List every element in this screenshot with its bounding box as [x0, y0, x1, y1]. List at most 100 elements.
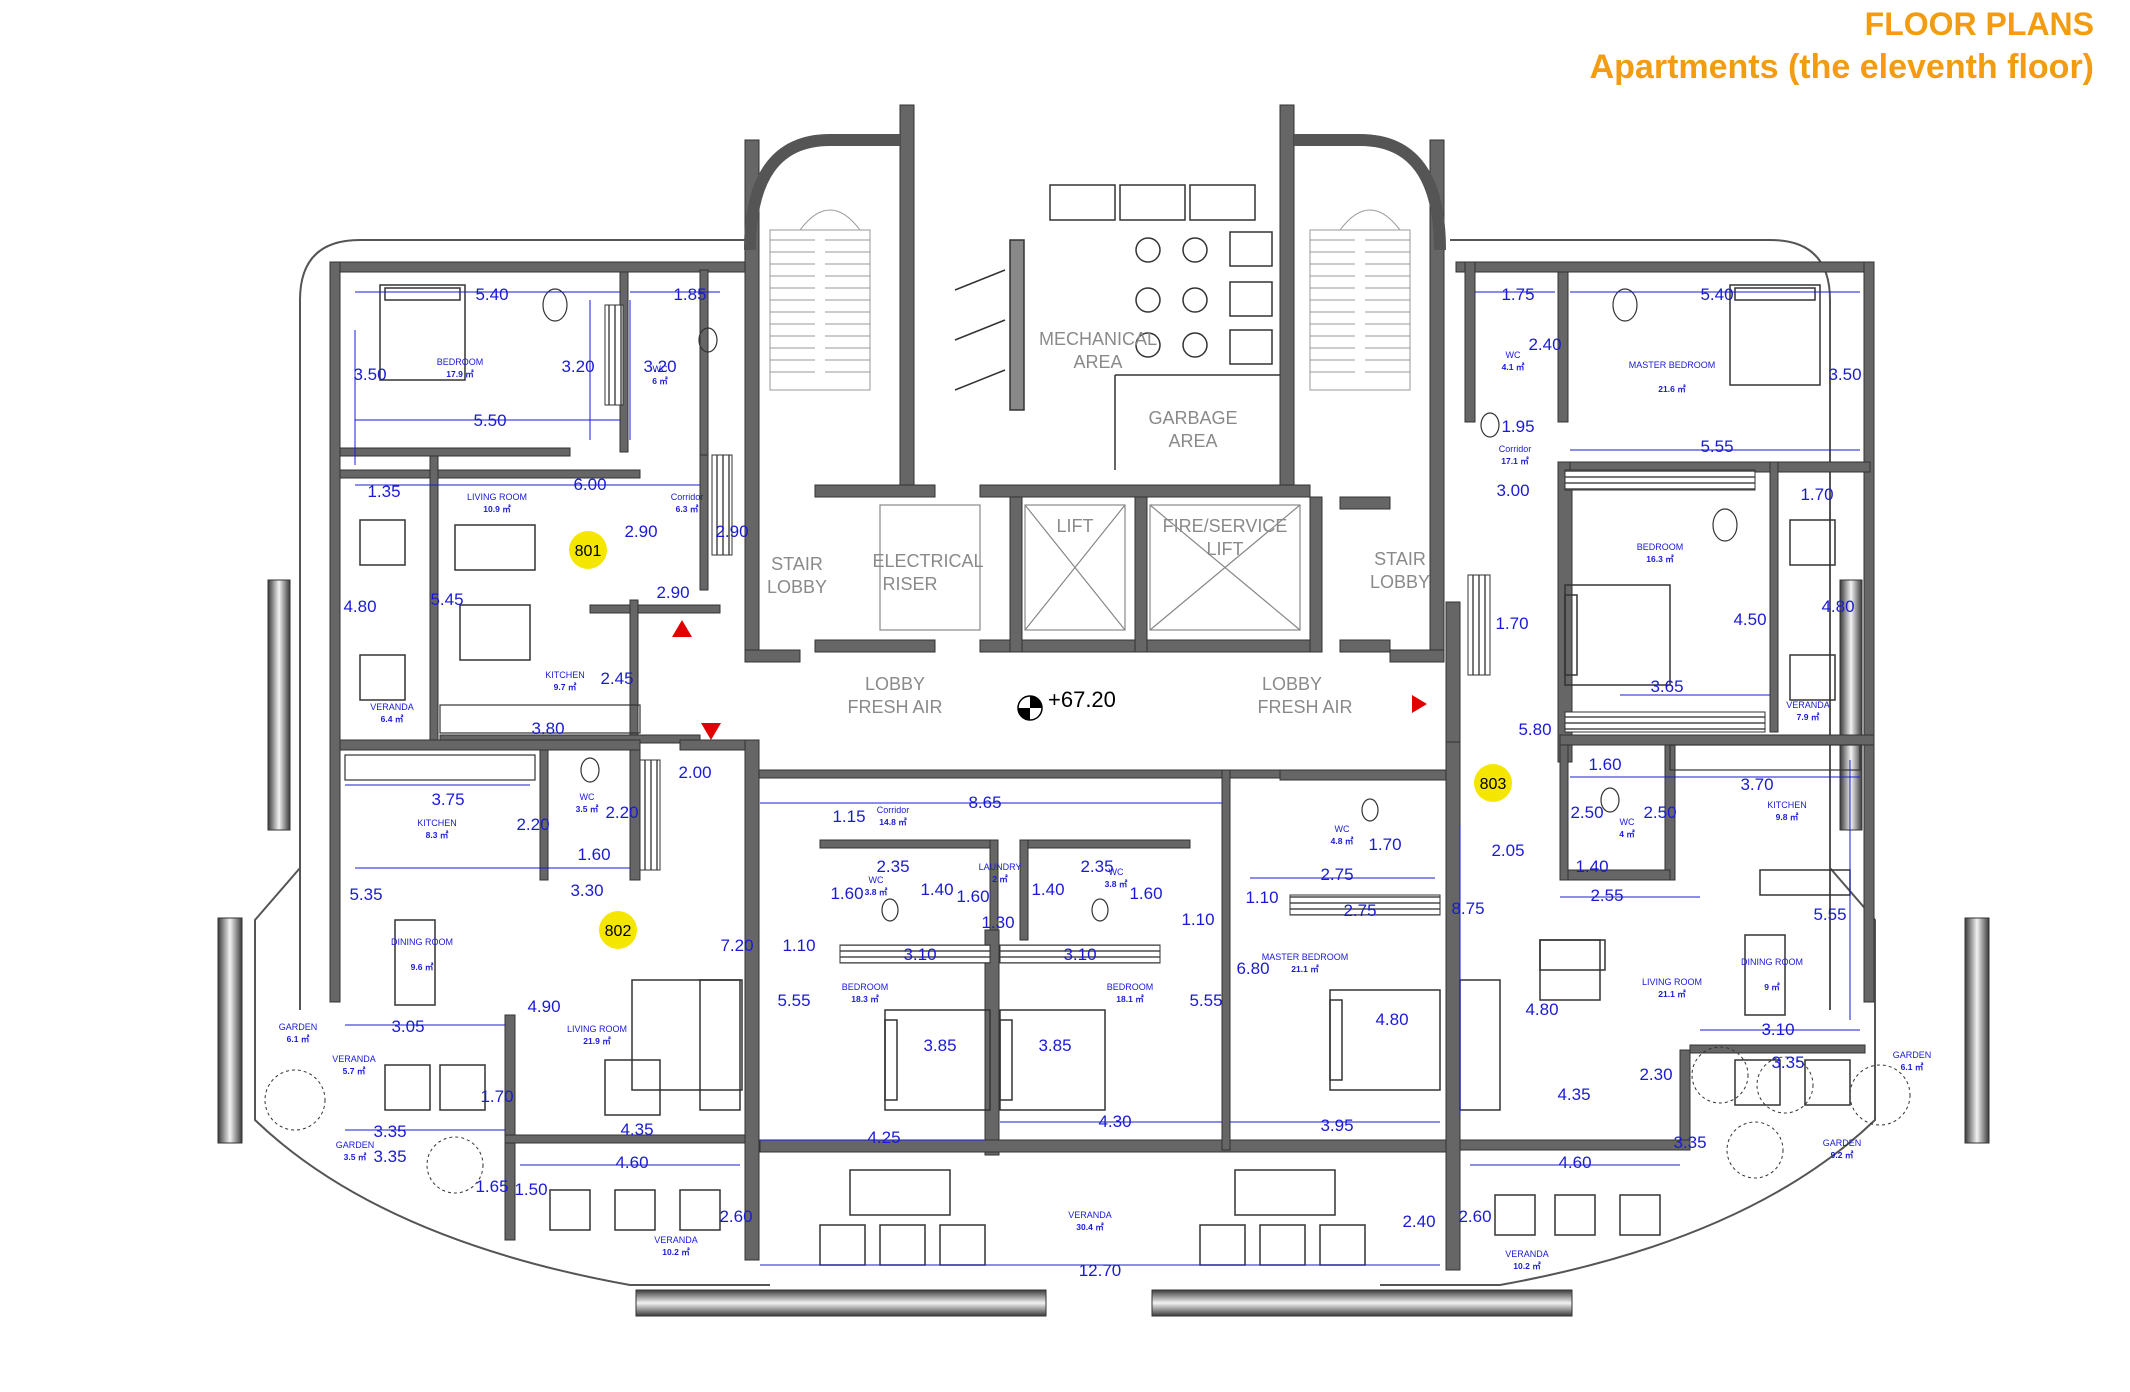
room-area: 3.5 ㎡	[576, 804, 599, 814]
room-name: WC	[1335, 824, 1350, 834]
dimension-label: 4.30	[1098, 1112, 1131, 1131]
dimension-label: 2.60	[719, 1207, 752, 1226]
dimension-label: 2.40	[1528, 335, 1561, 354]
fire-lift-label-2: LIFT	[1206, 539, 1243, 559]
dimension-label: 6.00	[573, 475, 606, 494]
room-name: WC	[580, 792, 595, 802]
dimension-label: 12.70	[1079, 1261, 1122, 1280]
dimension-label: 3.65	[1650, 677, 1683, 696]
room-name: BEDROOM	[437, 357, 484, 367]
room-name: GARDEN	[279, 1022, 318, 1032]
stair-lobby-left-1: STAIR	[771, 554, 823, 574]
room-area: 4.8 ㎡	[1331, 836, 1354, 846]
room-area: 9.6 ㎡	[411, 962, 434, 972]
dimension-label: 1.10	[1181, 910, 1214, 929]
dimension-label: 2.90	[624, 522, 657, 541]
dimension-label: 3.20	[561, 357, 594, 376]
room-name: BEDROOM	[842, 982, 889, 992]
room-name: VERANDA	[1505, 1249, 1549, 1259]
wardrobes	[604, 304, 1766, 964]
lift-label: LIFT	[1056, 516, 1093, 536]
dimension-label: 2.35	[1080, 857, 1113, 876]
room-name: WC	[1506, 350, 1521, 360]
dimension-label: 5.40	[1700, 285, 1733, 304]
dimension-label: 3.85	[1038, 1036, 1071, 1055]
room-area: 9.7 ㎡	[554, 682, 577, 692]
room-area: 3.5 ㎡	[344, 1152, 367, 1162]
dimension-label: 2.75	[1343, 901, 1376, 920]
room-area: 10.2 ㎡	[662, 1247, 690, 1257]
room-area: 17.1 ㎡	[1501, 456, 1529, 466]
dimension-label: 1.60	[830, 884, 863, 903]
apartment-802-label: 802	[605, 923, 632, 940]
dimension-label: 1.60	[956, 887, 989, 906]
room-area: 17.9 ㎡	[446, 369, 474, 379]
dimension-label: 1.10	[782, 936, 815, 955]
garbage-label-2: AREA	[1168, 431, 1217, 451]
room-name: BEDROOM	[1107, 982, 1154, 992]
room-name: WC	[869, 875, 884, 885]
dimension-label: 4.25	[867, 1128, 900, 1147]
dimension-label: 1.40	[1575, 857, 1608, 876]
dimension-label: 1.65	[475, 1177, 508, 1196]
dimension-label: 1.40	[1031, 880, 1064, 899]
room-name: GARDEN	[336, 1140, 375, 1150]
dimension-label: 3.35	[1673, 1133, 1706, 1152]
dimension-label: 1.70	[1368, 835, 1401, 854]
dimension-label: 2.00	[678, 763, 711, 782]
dimension-label: 2.20	[605, 803, 638, 822]
dimension-label: 3.20	[643, 357, 676, 376]
walls	[329, 104, 1875, 1271]
stair-lobby-left-2: LOBBY	[767, 577, 827, 597]
dimension-label: 2.20	[516, 815, 549, 834]
dimension-label: 3.35	[373, 1147, 406, 1166]
room-area: 21.1 ㎡	[1291, 964, 1319, 974]
room-name: VERANDA	[1786, 700, 1830, 710]
room-area: 6 ㎡	[652, 376, 668, 386]
entry-arrow-801	[672, 620, 692, 637]
dimension-label: 3.95	[1320, 1116, 1353, 1135]
room-name: LIVING ROOM	[1642, 977, 1702, 987]
stair-towers	[744, 134, 1446, 251]
room-area: 21.9 ㎡	[583, 1036, 611, 1046]
dimension-label: 1.60	[577, 845, 610, 864]
dimension-label: 3.00	[1496, 481, 1529, 500]
entry-arrows	[672, 620, 1427, 740]
mechanical-label-2: AREA	[1073, 352, 1122, 372]
dimension-label: 5.45	[430, 590, 463, 609]
room-name: KITCHEN	[1767, 800, 1807, 810]
dimension-label: 1.60	[1588, 755, 1621, 774]
room-area: 9.8 ㎡	[1776, 812, 1799, 822]
room-labels: BEDROOM 17.9 ㎡ WC 6 ㎡ LIVING ROOM 10.9 ㎡…	[279, 350, 1932, 1271]
lobby-right-1: LOBBY	[1262, 674, 1322, 694]
dimension-label: 8.65	[968, 793, 1001, 812]
dimension-label: 5.55	[1813, 905, 1846, 924]
dimension-label: 1.15	[832, 807, 865, 826]
elevation-label: +67.20	[1048, 687, 1116, 712]
dimension-label: 1.40	[920, 880, 953, 899]
dimension-label: 1.60	[1129, 884, 1162, 903]
dimension-label: 3.10	[903, 945, 936, 964]
dimension-label: 3.75	[431, 790, 464, 809]
room-name: WC	[1109, 867, 1124, 877]
stairs-left	[769, 209, 871, 391]
entry-arrow-803	[1412, 695, 1427, 713]
room-area: 10.9 ㎡	[483, 504, 511, 514]
dimension-label: 2.05	[1491, 841, 1524, 860]
dimension-label: 2.60	[1458, 1207, 1491, 1226]
room-name: LIVING ROOM	[567, 1024, 627, 1034]
dimension-label: 5.55	[1189, 991, 1222, 1010]
room-name: LIVING ROOM	[467, 492, 527, 502]
fixtures	[344, 288, 1861, 922]
room-name: KITCHEN	[545, 670, 585, 680]
dimension-label: 3.80	[531, 719, 564, 738]
room-area: 6.4 ㎡	[381, 714, 404, 724]
room-area: 9 ㎡	[1764, 982, 1780, 992]
electrical-label-1: ELECTRICAL	[872, 551, 983, 571]
plan-subtitle: Apartments (the eleventh floor)	[1589, 48, 2094, 86]
room-area: 14.8 ㎡	[879, 817, 907, 827]
dimension-label: 2.45	[600, 669, 633, 688]
room-area: 9.2 ㎡	[1831, 1150, 1854, 1160]
dimension-label: 3.10	[1063, 945, 1096, 964]
room-name: WC	[1620, 817, 1635, 827]
